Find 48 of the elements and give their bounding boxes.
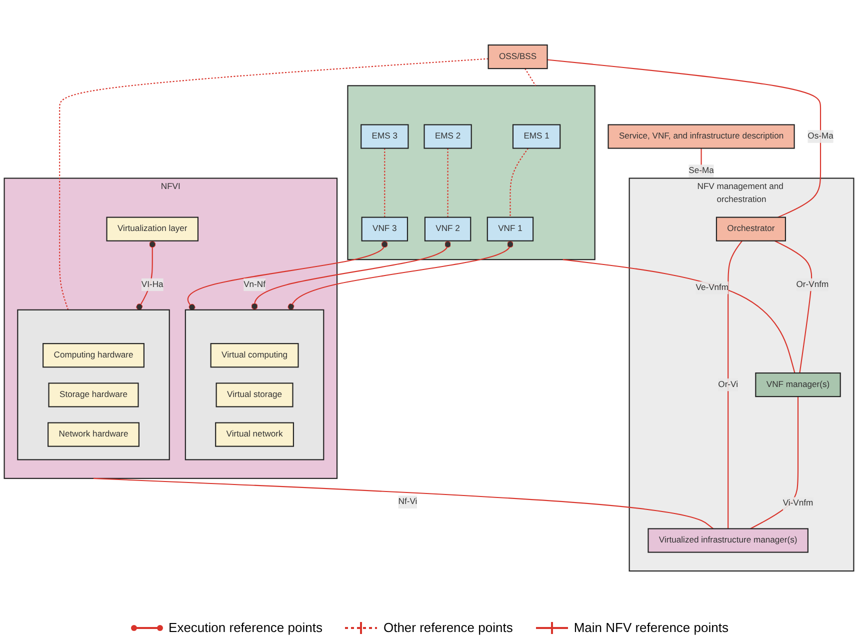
legend-text: Execution reference points [168, 620, 322, 635]
node-box: Network hardware [48, 422, 140, 447]
connector [251, 240, 452, 310]
connector [562, 259, 796, 374]
connector [774, 240, 812, 374]
connector [288, 240, 514, 310]
edge-label: Vi-Vnfm [782, 498, 814, 508]
connector [384, 148, 386, 218]
node-box: Computing hardware [42, 343, 144, 368]
connector [187, 240, 388, 310]
edge-label: Se-Ma [688, 166, 714, 176]
node-box: Virtual computing [210, 343, 299, 368]
legend-text: Other reference points [383, 620, 513, 635]
edge-label: Or-Vnfm [796, 280, 829, 290]
edge-label: Ve-Vnfm [696, 283, 729, 292]
node-box: EMS 3 [360, 124, 409, 149]
node-box: EMS 1 [512, 124, 561, 149]
node-box: Storage hardware [48, 382, 139, 408]
cluster [17, 309, 170, 460]
node-box: Service, VNF, and infrastructure description [608, 124, 795, 149]
node-box: VNF 3 [361, 216, 408, 242]
edge-label: Nf-Vi [398, 497, 418, 506]
node-box: VNF manager(s) [755, 372, 841, 398]
connector [94, 478, 714, 530]
node-box: VNF 1 [486, 216, 534, 242]
connector [524, 68, 536, 86]
node-box: Virtualized infrastructure manager(s) [648, 528, 808, 553]
node-box: Orchestrator [716, 216, 786, 242]
cluster [184, 309, 324, 460]
edge-label: Vn-Nf [244, 280, 266, 290]
connector [510, 148, 529, 218]
node-box: Virtualization layer [106, 216, 198, 242]
node-box: OSS/BSS [488, 44, 548, 70]
connector [728, 240, 743, 529]
legend-text: Main NFV reference points [574, 620, 728, 635]
cluster [347, 85, 596, 260]
edge-label: VI-Ha [141, 280, 164, 290]
edge-label: Os-Ma [808, 132, 834, 141]
connector [136, 240, 156, 310]
node-box: Virtual storage [216, 382, 294, 408]
connector [547, 59, 822, 218]
node-box: EMS 2 [424, 124, 472, 149]
connector [447, 148, 448, 218]
edge-label: Or-Vi [718, 380, 738, 390]
connector [59, 58, 488, 310]
node-box: VNF 2 [424, 216, 472, 242]
connector [750, 396, 799, 530]
node-box: Virtual network [215, 422, 294, 447]
